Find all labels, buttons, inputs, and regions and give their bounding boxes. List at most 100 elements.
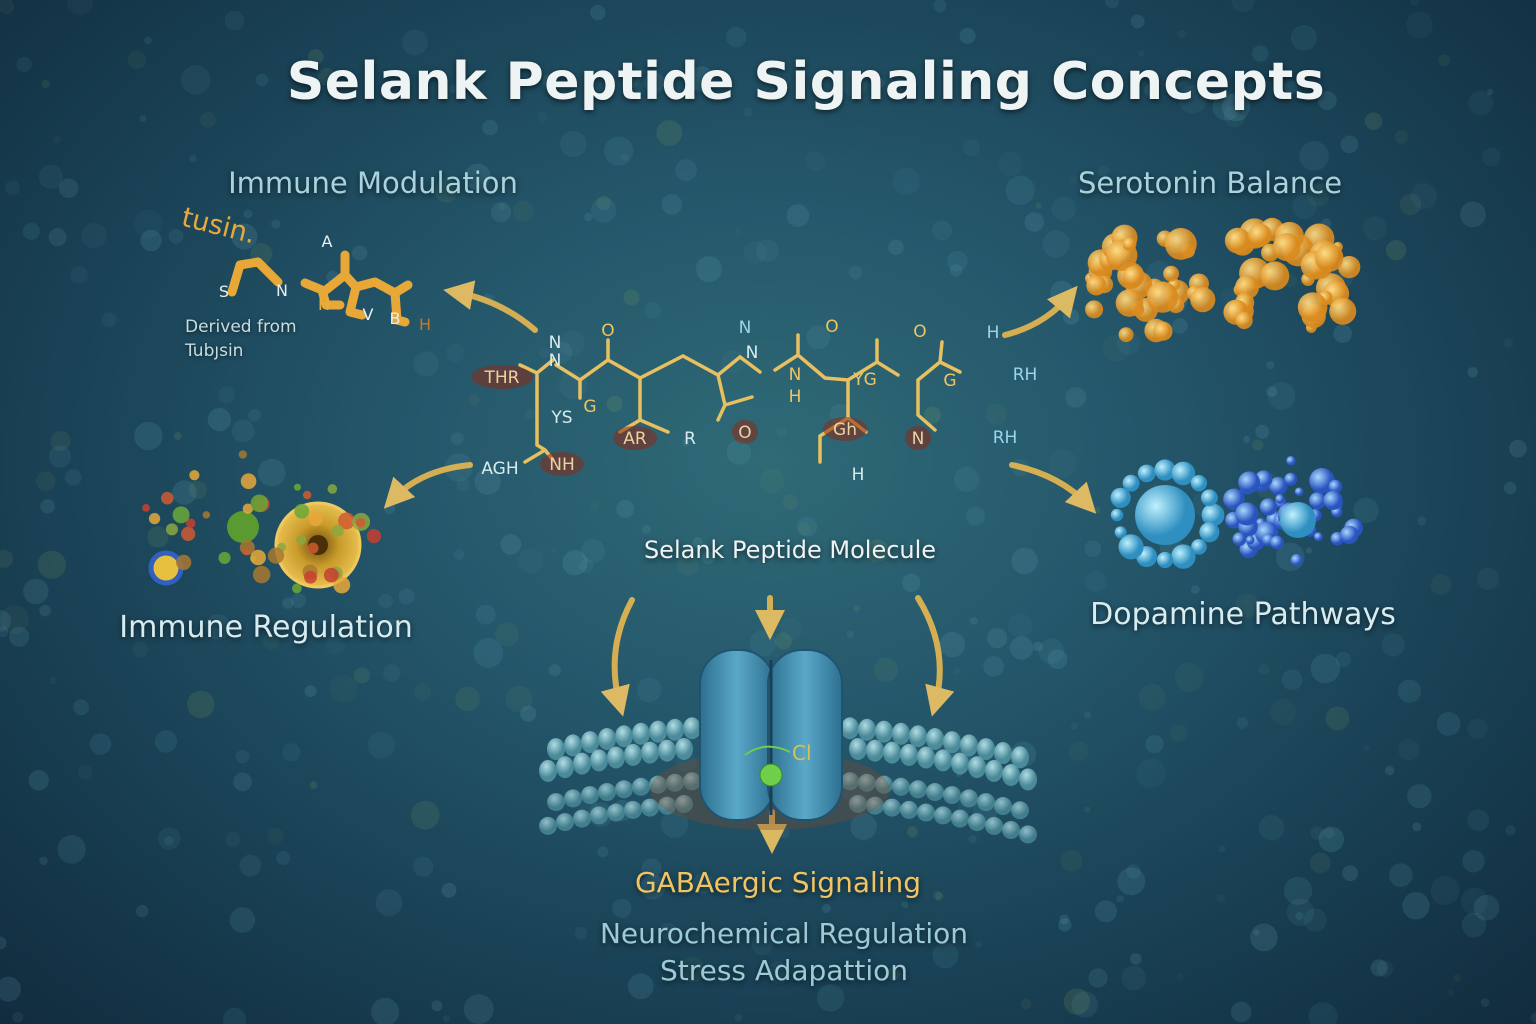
bokeh-dot [28,770,49,791]
dopamine-particle [1171,544,1196,569]
bokeh-dot [589,501,599,511]
bokeh-dot [143,36,152,45]
label-serotonin-balance: Serotonin Balance [1077,166,1343,200]
lipid-head [909,780,927,799]
atom-label: N [549,351,562,371]
bokeh-dot [1051,196,1077,222]
lipid-head [892,777,910,796]
bokeh-dot [676,553,699,576]
serotonin-particle [1118,327,1134,343]
bokeh-dot [1255,424,1270,439]
bokeh-dot [1218,845,1226,853]
bokeh-dot [49,676,57,685]
bokeh-dot [456,478,470,492]
bokeh-dot [49,445,72,468]
bokeh-dot [73,699,89,716]
bokeh-dot [606,395,623,412]
dopamine-particle [1122,474,1140,492]
bokeh-dot [5,180,21,196]
dopamine-particle [1323,490,1343,511]
atom-label: O [825,317,838,337]
bokeh-dot [1058,918,1072,932]
bokeh-dot [239,854,262,877]
bokeh-dot [1060,849,1083,872]
lipid-head [1019,825,1037,844]
bokeh-dot [782,494,799,510]
atom-label: R [684,429,696,449]
bokeh-dot [682,439,690,447]
derived-line-1: Derived from [185,317,297,337]
bokeh-dot [1068,741,1090,762]
bokeh-dot [726,440,752,465]
bokeh-dot [1243,435,1251,443]
bokeh-dot [1460,887,1488,915]
bokeh-dot [1480,998,1490,1007]
bokeh-dot [1129,953,1142,965]
bokeh-dot [127,50,147,70]
atom-highlight [732,420,758,444]
immune-particle [172,506,190,524]
bokeh-dot [353,667,371,684]
bokeh-dot [821,903,831,913]
bokeh-dot [612,898,632,918]
dopamine-particle [1110,487,1131,508]
atom-label: AGH [481,459,518,479]
bokeh-dot [1251,45,1269,62]
bokeh-dot [1509,439,1527,458]
lipid-head [1002,764,1020,786]
atom-label: YS [550,408,572,428]
bokeh-dot [304,685,317,698]
bokeh-dot [276,850,291,866]
bokeh-dot [850,813,877,840]
lipid-head [909,725,927,748]
bokeh-dot [1436,712,1461,736]
bokeh-dot [679,956,705,983]
bokeh-dot [968,835,977,844]
arrow-right-membrane [915,595,955,717]
lipid-head [615,725,633,748]
serotonin-particle [1235,311,1253,330]
bokeh-dot [1362,216,1387,241]
bokeh-dot [560,130,587,158]
bokeh-dot [1145,735,1164,754]
bokeh-dot [382,663,401,682]
lipid-head [556,756,574,779]
arrow-left-membrane [600,597,635,717]
bokeh-dot [892,167,920,195]
label-dopamine-pathways: Dopamine Pathways [1090,597,1396,632]
lipid-head [641,741,659,764]
lipid-head [607,746,625,769]
bokeh-dot [257,458,286,487]
bokeh-dot [986,627,1008,649]
serotonin-particle [1085,300,1104,319]
bokeh-dot [57,835,86,864]
lipid-head [892,722,910,745]
bokeh-dot [1008,613,1033,638]
bokeh-dot [187,690,215,719]
bokeh-dot [12,1011,24,1023]
bokeh-dot [520,705,537,722]
bokeh-dot [384,503,396,515]
lipid-head [564,734,582,757]
bokeh-dot [1020,998,1032,1010]
immune-particle [176,554,192,571]
bokeh-dot [1308,1002,1338,1024]
bokeh-dot [0,0,15,15]
bokeh-dot [688,66,715,92]
bokeh-dot [695,256,723,283]
bokeh-dot [434,179,458,203]
lipid-head [977,738,995,761]
lipid-head [926,783,944,802]
bokeh-dot [1385,765,1395,776]
immune-particle [250,494,269,513]
bokeh-dot [692,537,704,548]
lipid-head [683,717,701,740]
immune-particle [293,483,301,491]
bokeh-dot [1467,809,1490,832]
lipid-head [858,773,876,792]
lipid-head [934,806,952,825]
bokeh-dot [1370,959,1388,977]
bokeh-dot [660,810,689,839]
bokeh-dot [325,635,346,656]
serotonin-particle [1224,227,1251,254]
